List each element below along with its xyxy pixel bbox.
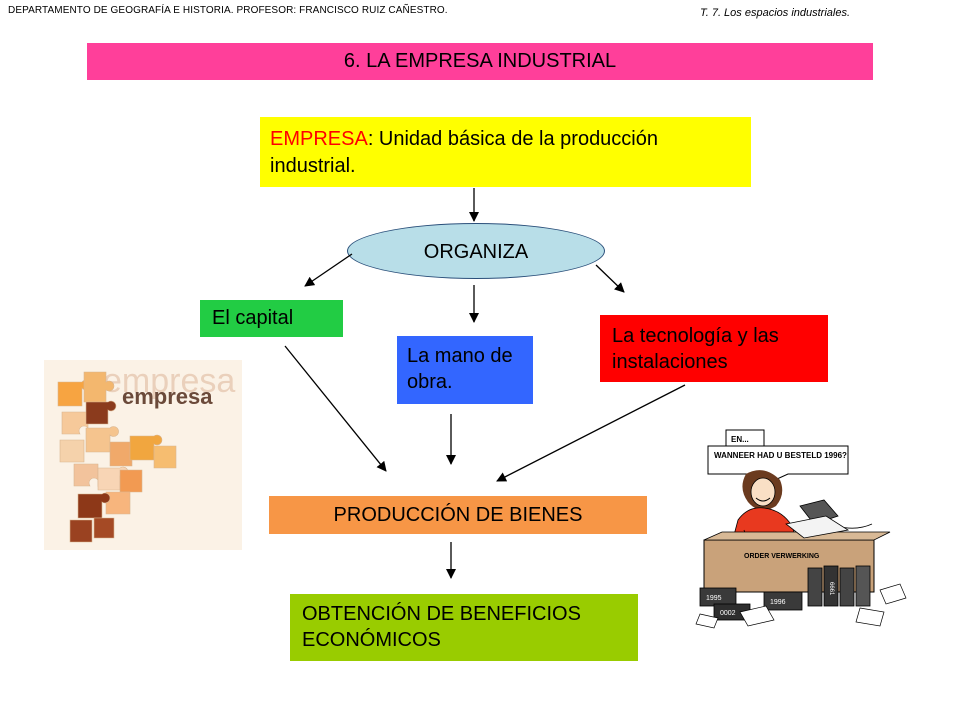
- puzzle-word-small: empresa: [122, 384, 213, 409]
- arrow-capital-produccion: [284, 345, 387, 472]
- organiza-node: ORGANIZA: [347, 223, 605, 279]
- beneficios-node: OBTENCIÓN DE BENEFICIOS ECONÓMICOS: [290, 594, 638, 661]
- arrow-organiza-tecnologia: [595, 264, 625, 293]
- cartoon-desk-label: ORDER VERWERKING: [744, 553, 820, 560]
- slide-title: 6. LA EMPRESA INDUSTRIAL: [87, 43, 873, 80]
- tecnologia-node: La tecnología y las instalaciones: [600, 315, 828, 382]
- puzzle-word-large: empresa: [103, 362, 235, 400]
- header-department: DEPARTAMENTO DE GEOGRAFÍA E HISTORIA. PR…: [8, 5, 448, 16]
- arrow-tecnologia-produccion: [496, 384, 686, 482]
- mano-obra-node: La mano de obra.: [397, 336, 533, 404]
- cartoon-file-1995: 1995: [706, 595, 722, 602]
- puzzle-pieces-icon: empresa empresa: [44, 360, 242, 550]
- produccion-node: PRODUCCIÓN DE BIENES: [269, 496, 647, 534]
- definition-text: : Unidad básica de la producción industr…: [270, 128, 658, 177]
- header-topic: T. 7. Los espacios industriales.: [700, 7, 851, 19]
- capital-node: El capital: [200, 300, 343, 337]
- definition-box: EMPRESA: Unidad básica de la producción …: [260, 117, 751, 187]
- cartoon-file-1996: 1996: [770, 599, 786, 606]
- office-worker-cartoon-icon: EN... WANNEER HAD U BESTELD 1996? ORDER …: [694, 424, 918, 634]
- cartoon-file-6661: 6661: [828, 582, 834, 596]
- definition-keyword: EMPRESA: [270, 128, 368, 150]
- cartoon-bubble-text: EN...: [731, 435, 749, 444]
- cartoon-file-0002: 0002: [720, 610, 736, 617]
- cartoon-caption-text: WANNEER HAD U BESTELD 1996?: [714, 451, 847, 460]
- arrow-organiza-capital: [304, 253, 353, 287]
